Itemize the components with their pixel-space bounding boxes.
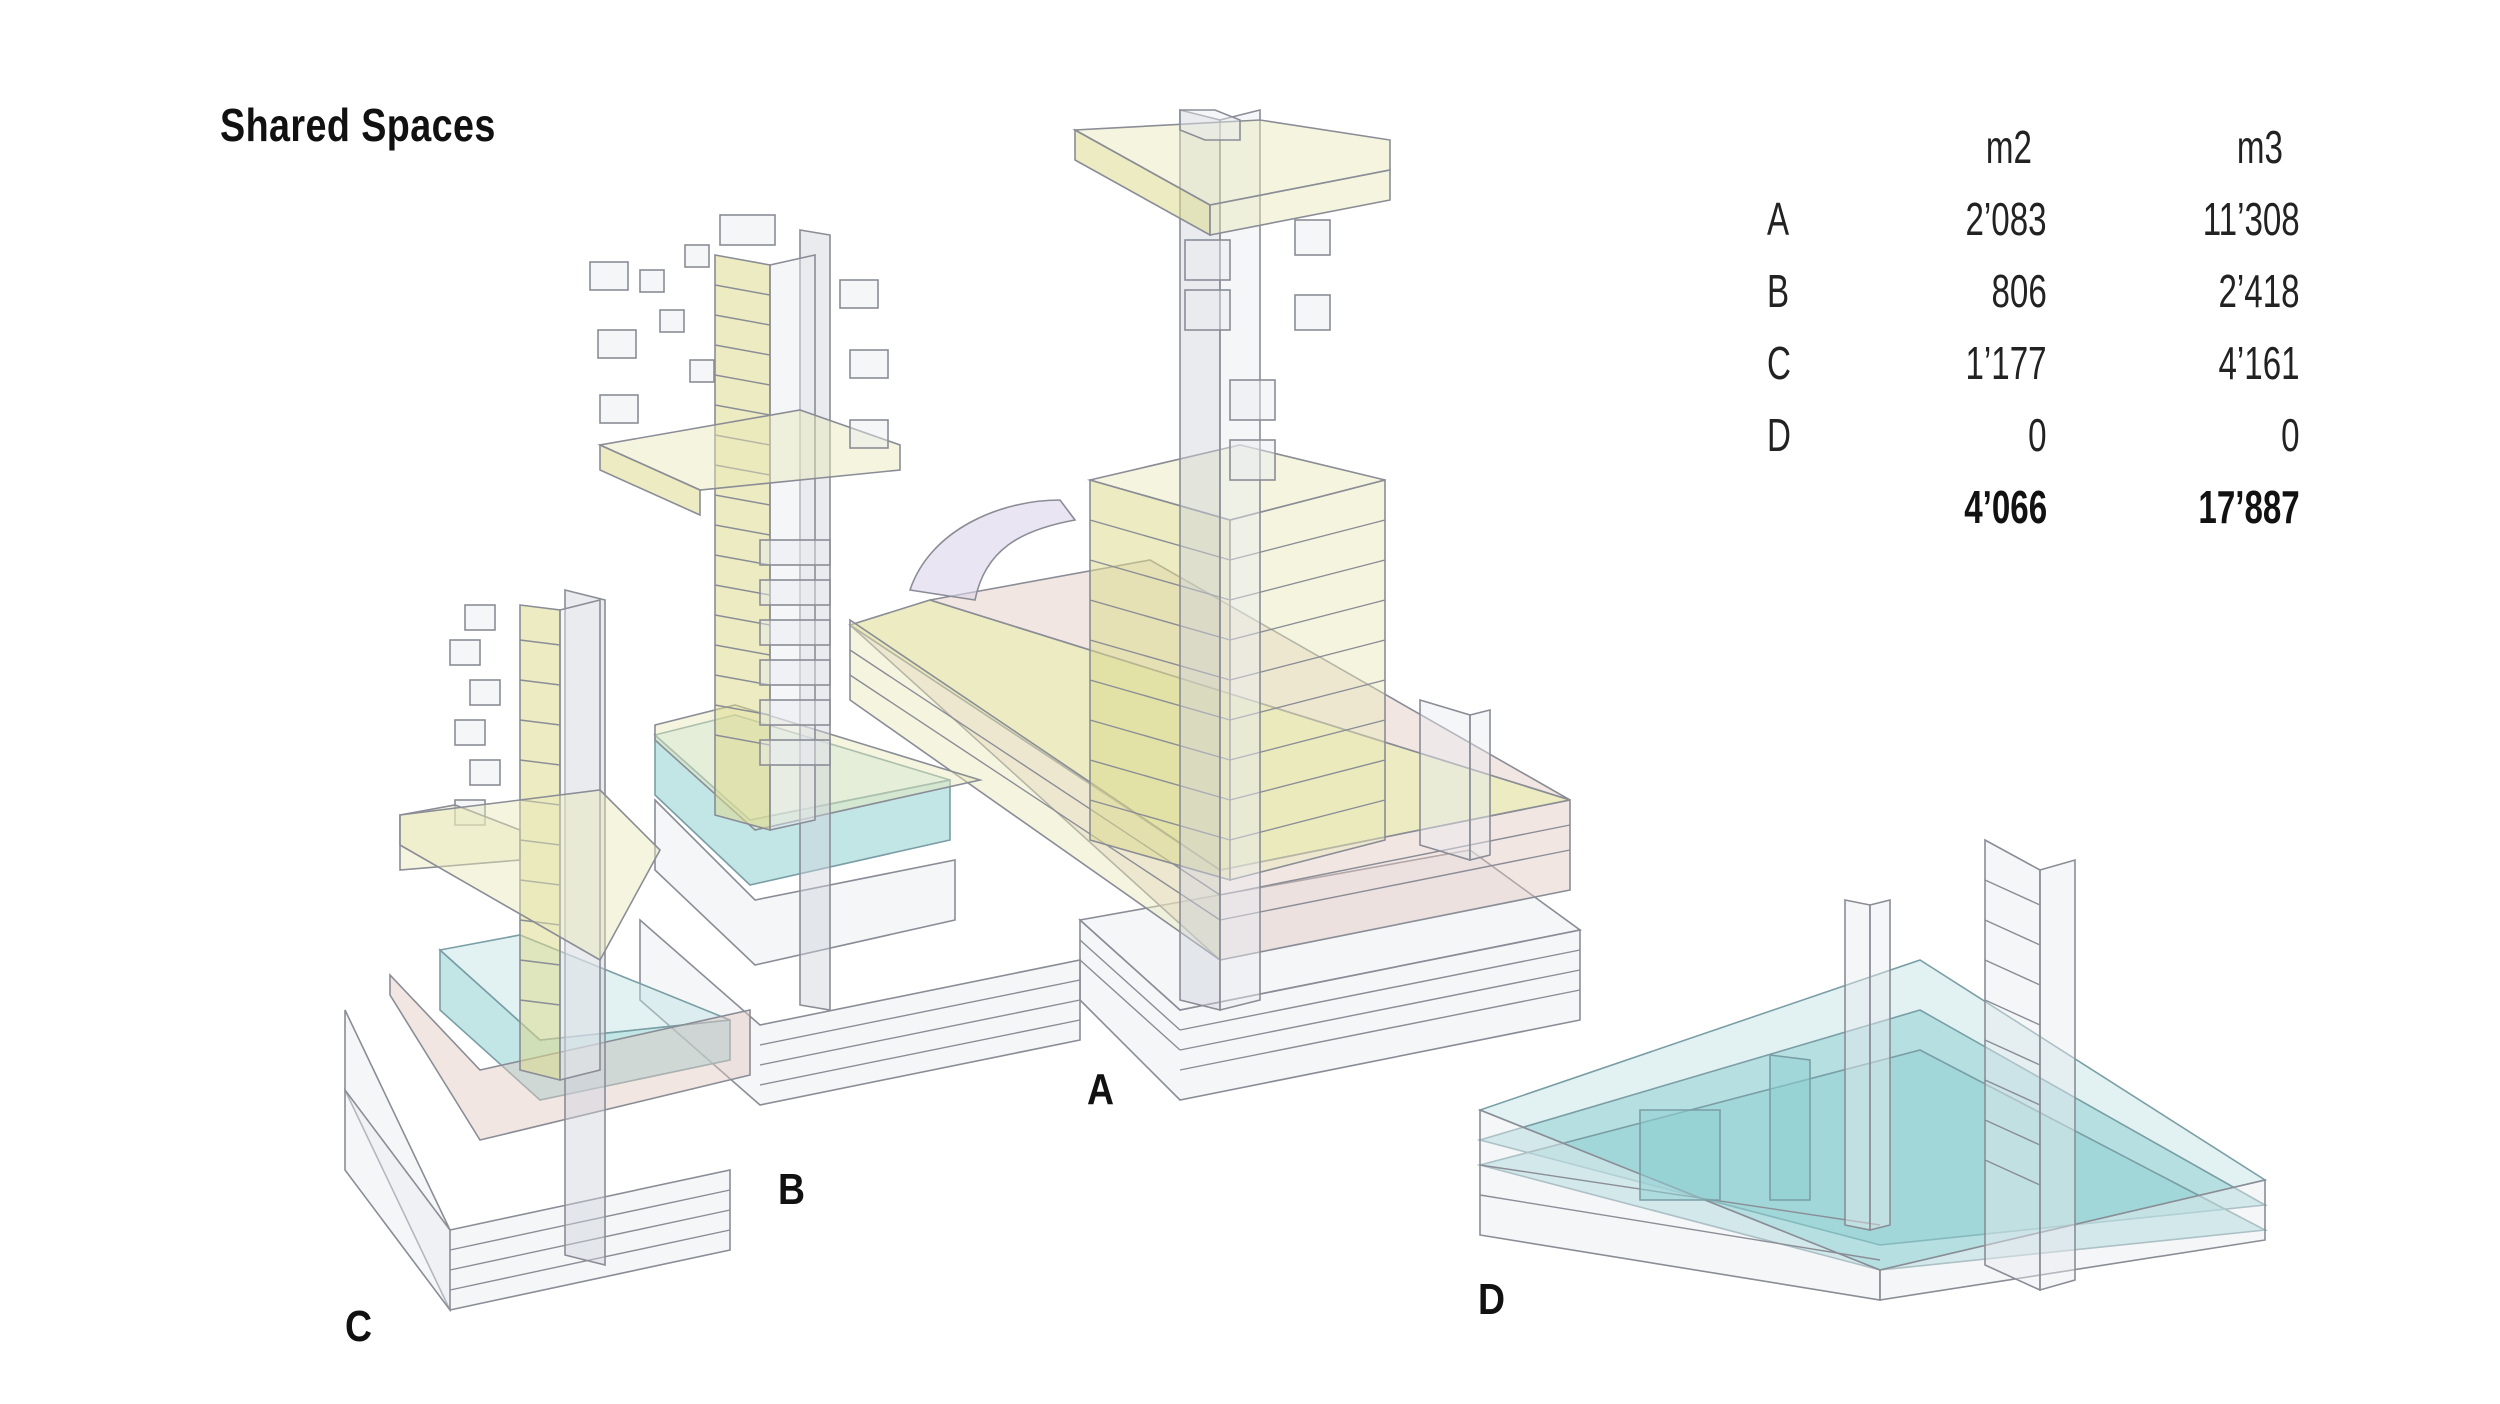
label-building-b: B xyxy=(778,1165,806,1214)
building-b xyxy=(589,214,1081,1106)
row-m2: 2’083 xyxy=(1965,193,2047,245)
row-m2: 806 xyxy=(1991,265,2047,317)
building-c xyxy=(344,588,751,1313)
total-m2: 4’066 xyxy=(1964,481,2047,533)
row-m2: 1’177 xyxy=(1965,337,2047,389)
label-building-c: C xyxy=(345,1302,373,1351)
row-label: A xyxy=(1767,193,1790,245)
total-m3: 17’887 xyxy=(2198,481,2300,533)
label-building-d: D xyxy=(1478,1275,1506,1324)
column-header-m3: m3 xyxy=(2236,121,2283,173)
building-a xyxy=(848,108,1582,1101)
row-m3: 4’161 xyxy=(2218,337,2300,389)
diagram-title: Shared Spaces xyxy=(220,99,496,151)
row-m3: 2’418 xyxy=(2218,265,2300,317)
building-d xyxy=(1476,838,2268,1301)
row-m2: 0 xyxy=(2028,409,2047,461)
column-header-m2: m2 xyxy=(1985,121,2032,173)
label-building-a: A xyxy=(1087,1065,1115,1114)
row-m3: 11’308 xyxy=(2202,193,2300,245)
row-label: D xyxy=(1767,409,1791,461)
row-label: B xyxy=(1767,265,1790,317)
row-m3: 0 xyxy=(2281,409,2300,461)
row-label: C xyxy=(1767,337,1791,389)
